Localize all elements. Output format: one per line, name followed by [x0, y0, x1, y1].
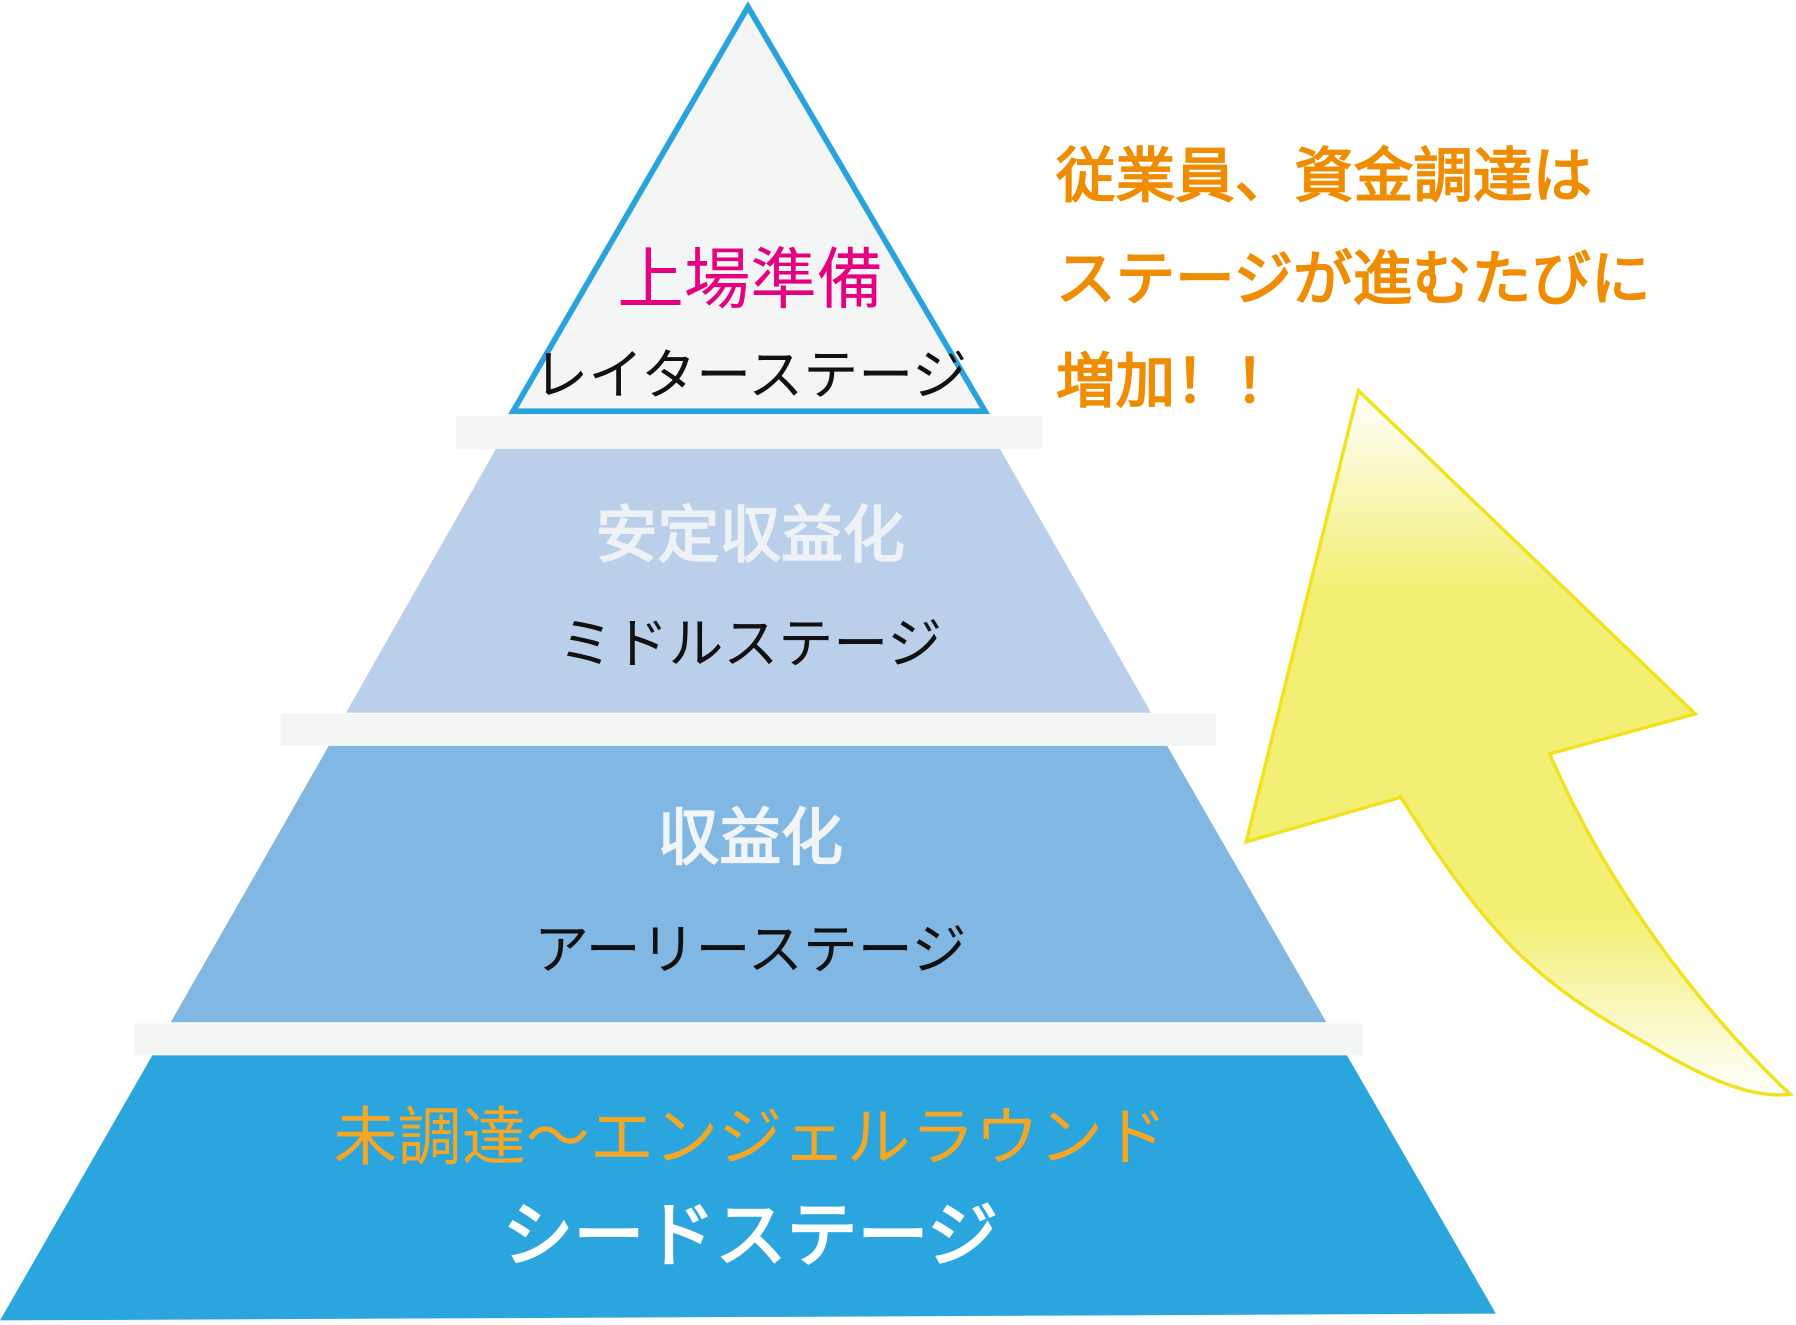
tier-early-title: 収益化: [657, 802, 843, 874]
tier-separator: [455, 415, 1043, 449]
tier-later-title: 上場準備: [617, 241, 883, 319]
tier-separator: [280, 713, 1217, 746]
tier-seed-stage: シードステージ: [502, 1194, 998, 1277]
pyramid-tier-early: [170, 745, 1327, 1023]
tier-middle-stage: ミドルステージ: [558, 612, 942, 676]
pyramid-tier-later: [508, 1, 991, 415]
pyramid-tier-seed: [0, 1055, 1496, 1321]
tier-middle-title: 安定収益化: [596, 499, 905, 571]
pyramid-tier-middle: [345, 448, 1152, 713]
tier-early-stage: アーリーステージ: [534, 918, 967, 982]
tier-separator: [134, 1023, 1364, 1056]
callout-line-1: 従業員、資金調達は: [1055, 143, 1592, 212]
callout-line-3: 増加！！: [1056, 348, 1294, 417]
tier-seed-title: 未調達～エンジェルラウンド: [333, 1101, 1167, 1175]
growth-arrow-icon: [1243, 387, 1795, 1097]
tier-later-stage: レイターステージ: [533, 343, 967, 407]
callout-line-2: ステージが進むたびに: [1056, 245, 1650, 314]
